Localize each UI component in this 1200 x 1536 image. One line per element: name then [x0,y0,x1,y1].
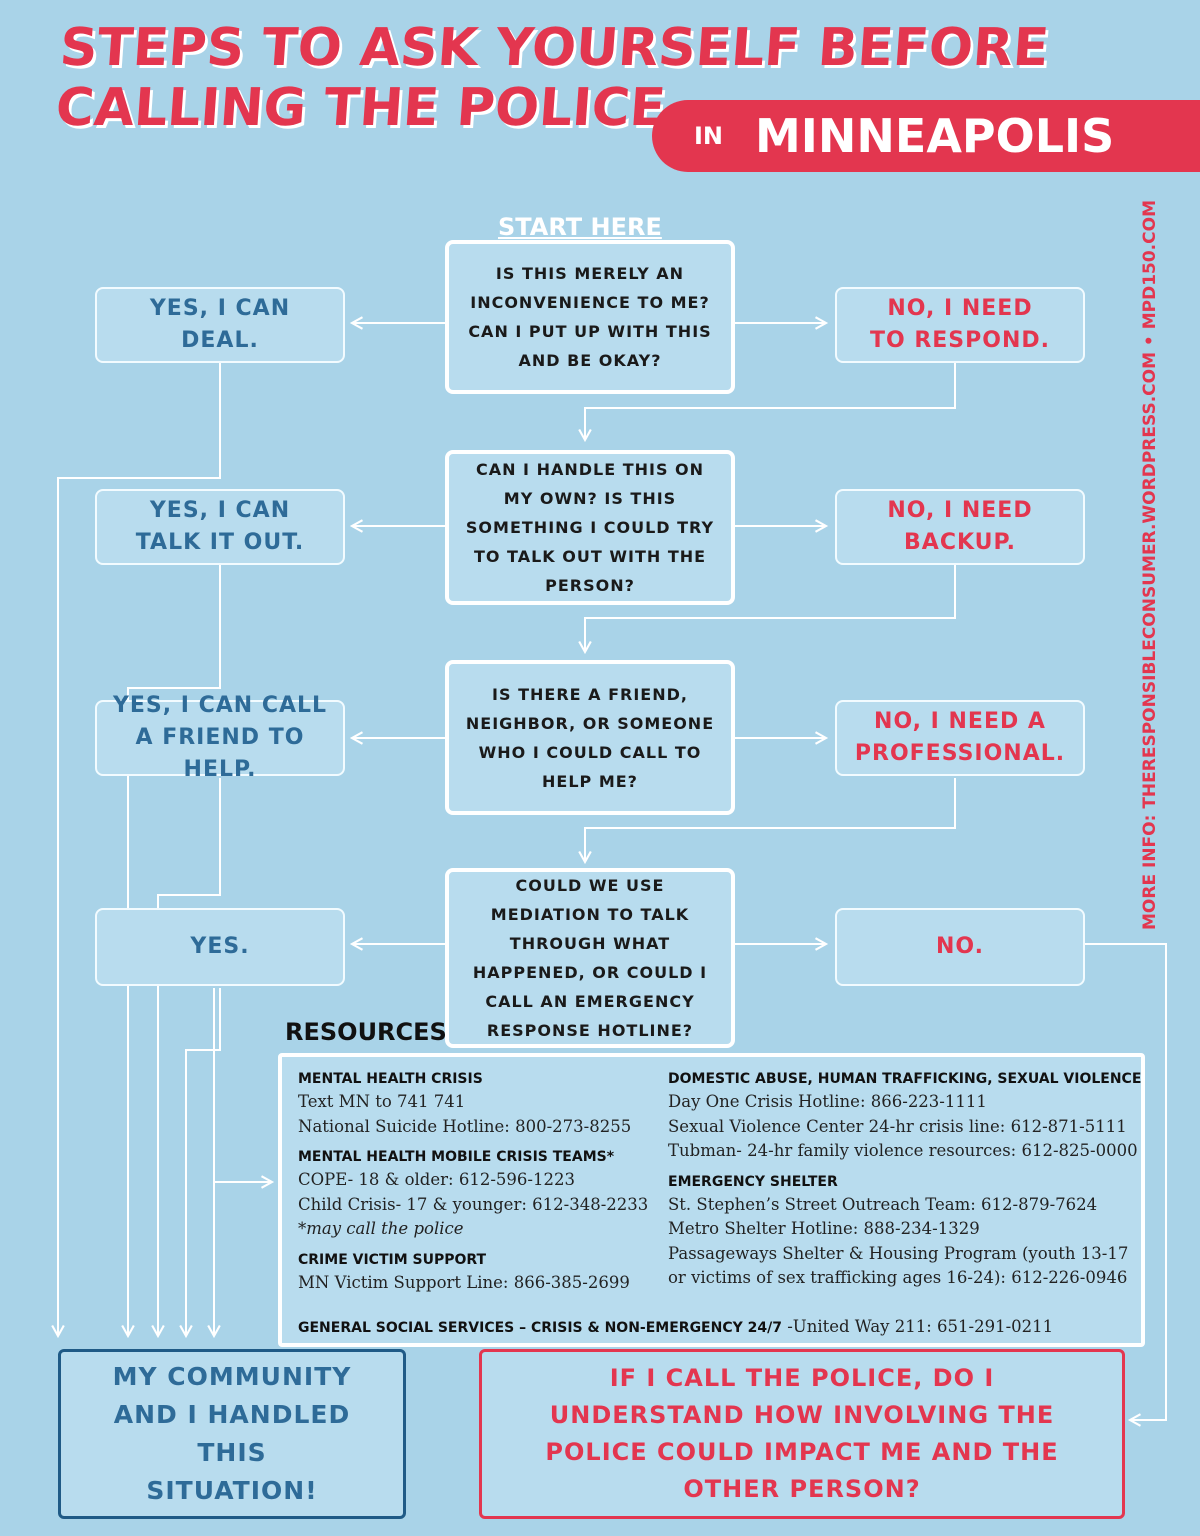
resources-left-column: MENTAL HEALTH CRISIS Text MN to 741 741 … [298,1069,658,1295]
question-1-text: IS THIS MERELY AN INCONVENIENCE TO ME? C… [468,264,712,370]
resources-title: RESOURCES [285,1018,447,1046]
resource-line: Day One Crisis Hotline: 866-223-1111 [668,1092,987,1111]
arrow-yes3-to-community [151,778,221,1339]
no-answer-3-text: NO, I NEED A PROFESSIONAL. [854,709,1066,766]
more-info-link-text: MORE INFO: THERESPONSIBLECONSUMER.WORDPR… [1140,200,1160,930]
yes-answer-2-text: YES, I CAN TALK IT OUT. [135,498,305,555]
no-answer-1-text: NO, I NEED TO RESPOND. [869,296,1051,353]
arrow-yes4-to-resources [213,988,275,1189]
resource-line: Sexual Violence Center 24-hr crisis line… [668,1116,1127,1136]
no-answer-3: NO, I NEED A PROFESSIONAL. [835,700,1085,776]
no-answer-4: NO. [835,908,1085,986]
resources-right-column: DOMESTIC ABUSE, HUMAN TRAFFICKING, SEXUA… [668,1069,1148,1291]
start-here-label: START HERE [498,213,662,241]
resource-line: COPE- 18 & older: 612-596-1223 [298,1170,575,1189]
arrow-no1-to-q2 [578,362,956,443]
resource-line: -United Way 211: 651-291-0211 [781,1317,1054,1336]
resource-heading: CRIME VICTIM SUPPORT [298,1251,487,1268]
police-outcome-text: IF I CALL THE POLICE, DO I UNDERSTAND HO… [545,1364,1059,1503]
resource-line: MN Victim Support Line: 866-385-2699 [298,1272,630,1292]
no-answer-4-text: NO. [936,934,984,959]
no-answer-2: NO, I NEED BACKUP. [835,489,1085,565]
yes-answer-4: YES. [95,908,345,986]
yes-answer-4-text: YES. [190,934,250,959]
community-outcome-box: MY COMMUNITY AND I HANDLED THIS SITUATIO… [58,1349,406,1519]
resource-line: Tubman- 24-hr family violence resources:… [668,1141,1138,1160]
resource-line: Text MN to 741 741 [298,1092,466,1111]
question-2-box: CAN I HANDLE THIS ON MY OWN? IS THIS SOM… [445,450,735,605]
question-4-box: COULD WE USE MEDIATION TO TALK THROUGH W… [445,868,735,1048]
resource-line: Passageways Shelter & Housing Program (y… [668,1243,1129,1263]
no-answer-1: NO, I NEED TO RESPOND. [835,287,1085,363]
yes-answer-3: YES, I CAN CALL A FRIEND TO HELP. [95,693,345,782]
arrow-no3-to-q4 [578,778,956,865]
question-2-text: CAN I HANDLE THIS ON MY OWN? IS THIS SOM… [465,460,715,595]
resource-heading: DOMESTIC ABUSE, HUMAN TRAFFICKING, SEXUA… [668,1071,1142,1087]
city-banner: IN MINNEAPOLIS [652,100,1200,172]
yes-answer-1: YES, I CAN DEAL. [95,287,345,363]
title-line-1: STEPS TO ASK YOURSELF BEFORE [58,18,1051,78]
resource-line: St. Stephen’s Street Outreach Team: 612-… [668,1194,1098,1214]
arrow-yes1-to-community [51,362,221,1339]
resource-line: Metro Shelter Hotline: 888-234-1329 [668,1219,980,1238]
arrow-yes4-to-community [179,988,221,1339]
question-3-text: IS THERE A FRIEND, NEIGHBOR, OR SOMEONE … [465,684,715,791]
resource-heading: GENERAL SOCIAL SERVICES – CRISIS & NON-E… [298,1320,782,1336]
city-name: MINNEAPOLIS [755,109,1115,163]
resource-line: National Suicide Hotline: 800-273-8255 [298,1116,632,1136]
resource-heading: MENTAL HEALTH MOBILE CRISIS TEAMS* [298,1149,615,1165]
resource-note: *may call the police [298,1219,464,1238]
police-outcome-box: IF I CALL THE POLICE, DO I UNDERSTAND HO… [479,1349,1125,1519]
yes-answer-3-text: YES, I CAN CALL A FRIEND TO HELP. [112,693,328,782]
city-prefix: IN [694,122,724,150]
arrow-yes2-to-community [121,565,221,1339]
question-1-box: IS THIS MERELY AN INCONVENIENCE TO ME? C… [445,240,735,394]
question-3-box: IS THERE A FRIEND, NEIGHBOR, OR SOMEONE … [445,660,735,815]
arrow-no4-to-police [1084,943,1167,1427]
yes-answer-1-text: YES, I CAN DEAL. [149,296,291,353]
general-services-row: GENERAL SOCIAL SERVICES – CRISIS & NON-E… [298,1315,1053,1340]
resource-heading: EMERGENCY SHELTER [668,1173,838,1190]
resources-panel: MENTAL HEALTH CRISIS Text MN to 741 741 … [278,1053,1145,1347]
question-4-text: COULD WE USE MEDIATION TO TALK THROUGH W… [472,876,708,1040]
no-answer-2-text: NO, I NEED BACKUP. [887,498,1033,555]
yes-answer-2: YES, I CAN TALK IT OUT. [95,489,345,565]
resource-line: or victims of sex trafficking ages 16-24… [668,1268,1128,1287]
resource-heading: MENTAL HEALTH CRISIS [298,1071,483,1087]
arrow-no2-to-q3 [578,565,956,655]
resource-line: Child Crisis- 17 & younger: 612-348-2233 [298,1194,649,1214]
community-outcome-text: MY COMMUNITY AND I HANDLED THIS SITUATIO… [112,1362,352,1505]
